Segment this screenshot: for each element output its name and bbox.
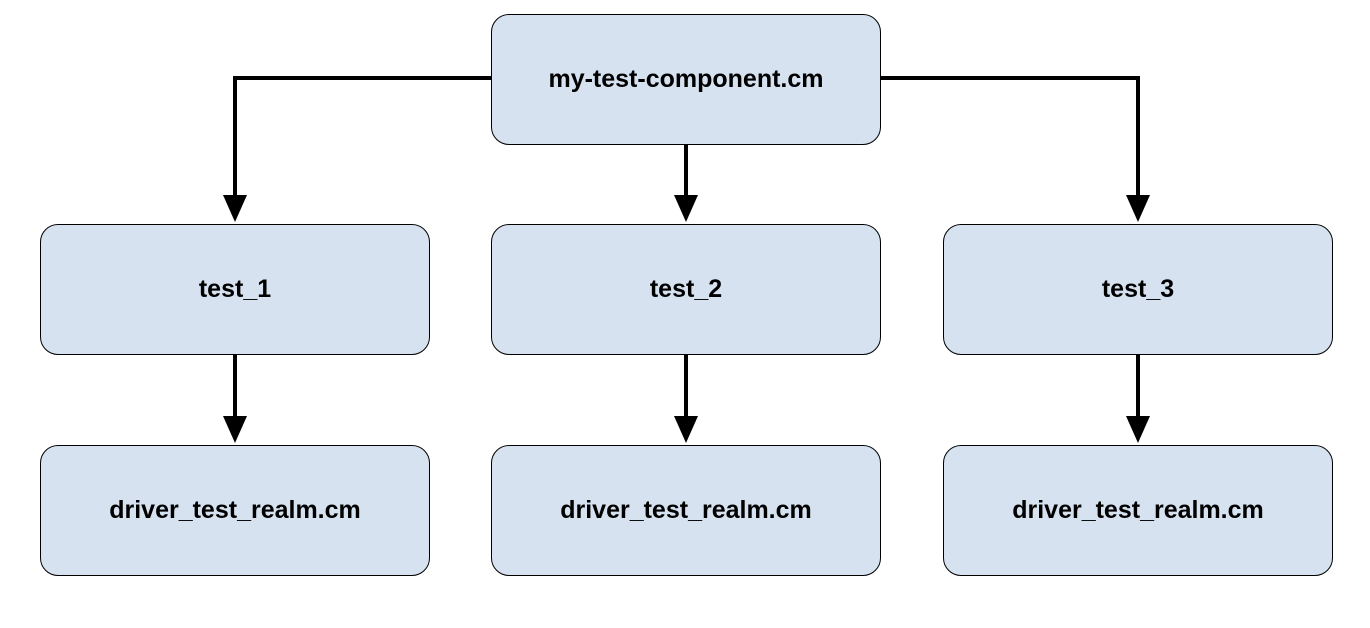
driver-node-3: driver_test_realm.cm	[943, 445, 1333, 576]
arrowhead-root-to-test-1	[223, 195, 247, 222]
driver-node-2: driver_test_realm.cm	[491, 445, 881, 576]
arrowhead-test-3-to-driver	[1126, 416, 1150, 443]
test-3-node-label: test_3	[1101, 275, 1175, 303]
test-2-node-label: test_2	[649, 275, 723, 303]
driver-node-3-label: driver_test_realm.cm	[1012, 496, 1264, 524]
arrowhead-root-to-test-2	[674, 195, 698, 222]
driver-node-2-label: driver_test_realm.cm	[560, 496, 812, 524]
driver-node-1-label: driver_test_realm.cm	[109, 496, 361, 524]
test-1-node: test_1	[40, 224, 430, 355]
root-node-label: my-test-component.cm	[548, 65, 824, 93]
test-2-node: test_2	[491, 224, 881, 355]
driver-node-1: driver_test_realm.cm	[40, 445, 430, 576]
test-3-node: test_3	[943, 224, 1333, 355]
arrowhead-root-to-test-3	[1126, 195, 1150, 222]
connector-root-to-test-3	[881, 76, 1140, 200]
connector-root-to-test-1	[233, 76, 491, 200]
arrowhead-test-2-to-driver	[674, 416, 698, 443]
arrowhead-test-1-to-driver	[223, 416, 247, 443]
root-node: my-test-component.cm	[491, 14, 881, 145]
test-1-node-label: test_1	[198, 275, 272, 303]
